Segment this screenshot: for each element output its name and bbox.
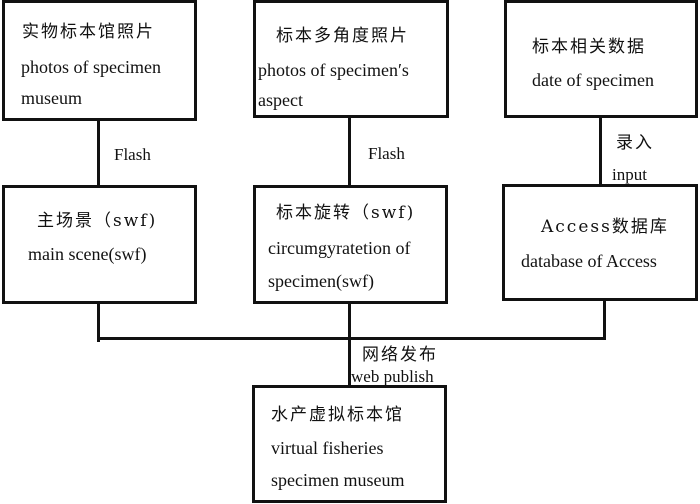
node-circumgyratetion-of-specimen: 标本旋转（swf) circumgyratetion of specimen(s… [253, 185, 448, 304]
edge-label-input-en: input [612, 165, 647, 184]
edge-label-flash-middle: Flash [368, 144, 405, 163]
node-main-scene: 主场景（swf) main scene(swf) [2, 185, 197, 304]
node-cn-label: 水产虚拟标本馆 [271, 405, 404, 425]
connector-right-top [599, 117, 602, 186]
connector-middle-bottom [348, 303, 351, 386]
node-en-label: specimen museum [271, 470, 405, 490]
node-date-of-specimen: 标本相关数据 date of specimen [504, 0, 698, 118]
node-en-label: circumgyratetion of [268, 238, 411, 258]
node-virtual-fisheries-specimen-museum: 水产虚拟标本馆 virtual fisheries specimen museu… [252, 385, 447, 503]
node-en-label: specimen(swf) [268, 271, 374, 291]
node-en-label: main scene(swf) [28, 244, 147, 264]
connector-middle-top [348, 117, 351, 186]
edge-label-input-cn: 录入 [616, 133, 654, 153]
node-en-label: photos of specimen′s [258, 60, 409, 80]
connector-left-top [97, 120, 100, 186]
node-en-label: date of specimen [532, 70, 654, 90]
node-cn-label: 实物标本馆照片 [22, 22, 155, 42]
node-database-of-access: Access数据库 database of Access [502, 184, 698, 301]
node-en-label: database of Access [521, 251, 657, 271]
node-photos-of-specimen-museum: 实物标本馆照片 photos of specimen museum [2, 0, 197, 121]
connector-left-bottom [97, 303, 100, 342]
node-cn-label: 标本旋转（swf) [276, 203, 416, 223]
node-photos-of-specimen-aspect: 标本多角度照片 photos of specimen′s aspect [253, 0, 449, 118]
edge-label-flash-left: Flash [114, 145, 151, 164]
node-en-label: virtual fisheries [271, 438, 384, 458]
node-en-label: aspect [258, 90, 303, 110]
edge-label-web-publish-en: web publish [351, 367, 434, 386]
edge-label-web-publish-cn: 网络发布 [362, 345, 438, 365]
node-en-label: photos of specimen [21, 57, 161, 77]
node-cn-label: 标本多角度照片 [276, 26, 409, 46]
node-cn-label: 主场景（swf) [37, 211, 158, 231]
node-cn-label: 标本相关数据 [532, 37, 646, 57]
connector-right-bottom [603, 300, 606, 339]
node-cn-label: Access数据库 [541, 217, 669, 237]
node-en-label: museum [21, 88, 82, 108]
connector-horizontal-bus [97, 337, 606, 340]
